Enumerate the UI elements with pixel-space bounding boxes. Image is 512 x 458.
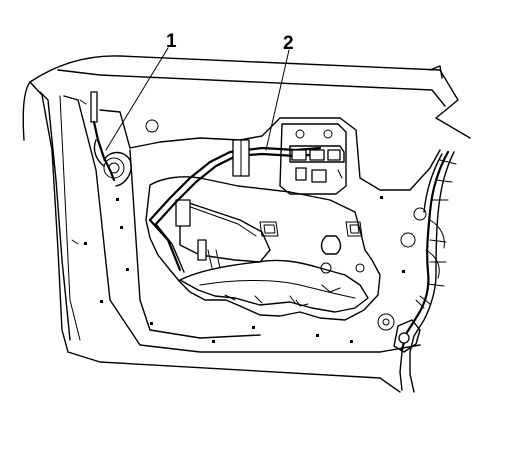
callout-1-leader [105,47,169,151]
handle-rod [90,91,132,187]
latch-module [279,123,347,195]
cable-routing [148,139,322,273]
access-hole [145,176,381,321]
callout-2-leader [265,49,290,151]
inner-panel [99,109,441,339]
callout-2-label: 2 [283,33,294,54]
door-frame [22,55,471,393]
panel-holes [71,99,427,343]
callout-1-label: 1 [166,31,177,52]
window-regulator [175,199,369,313]
wiring-harness [393,150,457,393]
callout-leaders [105,47,290,151]
